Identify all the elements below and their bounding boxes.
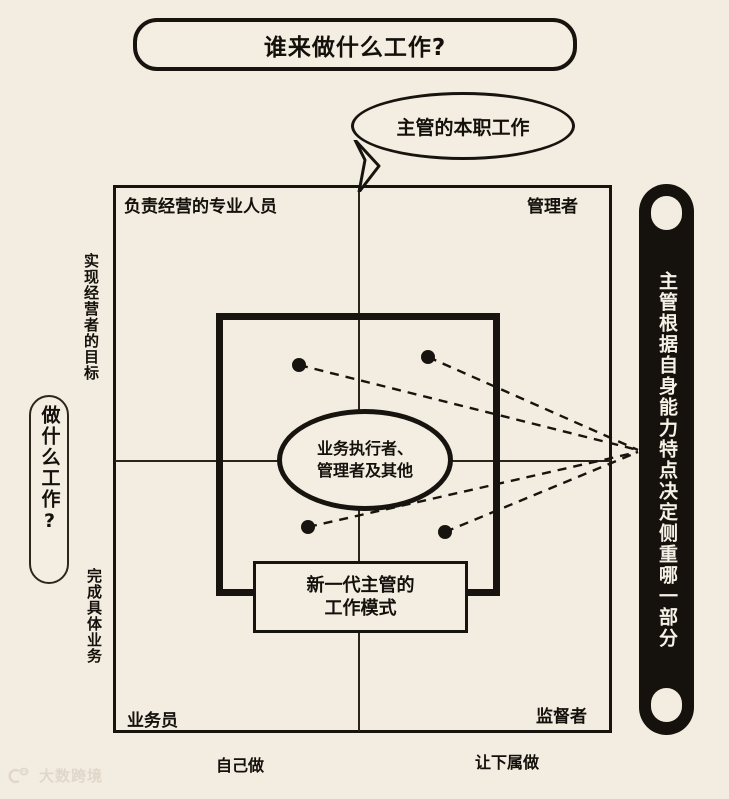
- quadrant-label-top-right: 管理者: [527, 197, 578, 217]
- right-conclusion-capsule: 主管根据自身能力特点决定侧重哪一部分: [639, 184, 694, 735]
- y-axis-label-bottom: 完成具体业务: [85, 568, 103, 664]
- quadrant-label-top-left: 负责经营的专业人员: [124, 197, 277, 217]
- work-mode-box: 新一代主管的 工作模式: [253, 561, 468, 633]
- right-conclusion-capsule-label: 主管根据自身能力特点决定侧重哪一部分: [656, 270, 678, 649]
- left-question-pill-label: 做什么工作?: [38, 405, 61, 534]
- speech-bubble-label: 主管的本职工作: [396, 116, 530, 139]
- right-conclusion-capsule-inner: 主管根据自身能力特点决定侧重哪一部分: [648, 193, 685, 726]
- quadrant-label-bottom-left: 业务员: [127, 711, 178, 731]
- left-question-pill: 做什么工作?: [29, 395, 69, 584]
- x-axis-label-left: 自己做: [216, 756, 265, 775]
- capsule-cap-bottom: [651, 688, 682, 722]
- capsule-cap-top: [651, 196, 682, 230]
- speech-bubble: 主管的本职工作: [351, 92, 575, 160]
- page-title: 谁来做什么工作?: [263, 34, 447, 61]
- y-axis-label-top: 实现经营者的目标: [82, 253, 100, 381]
- watermark: 大数跨境: [8, 765, 103, 786]
- title-pill: 谁来做什么工作?: [133, 18, 577, 71]
- watermark-logo-icon: [8, 767, 29, 783]
- speech-bubble-tail: [353, 140, 381, 192]
- center-role-ellipse-label: 业务执行者、 管理者及其他: [316, 439, 413, 480]
- quadrant-label-bottom-right: 监督者: [536, 707, 587, 727]
- x-axis-label-right: 让下属做: [475, 753, 540, 772]
- watermark-text: 大数跨境: [39, 767, 104, 785]
- work-mode-box-label: 新一代主管的 工作模式: [306, 574, 415, 619]
- center-role-ellipse: 业务执行者、 管理者及其他: [277, 409, 453, 511]
